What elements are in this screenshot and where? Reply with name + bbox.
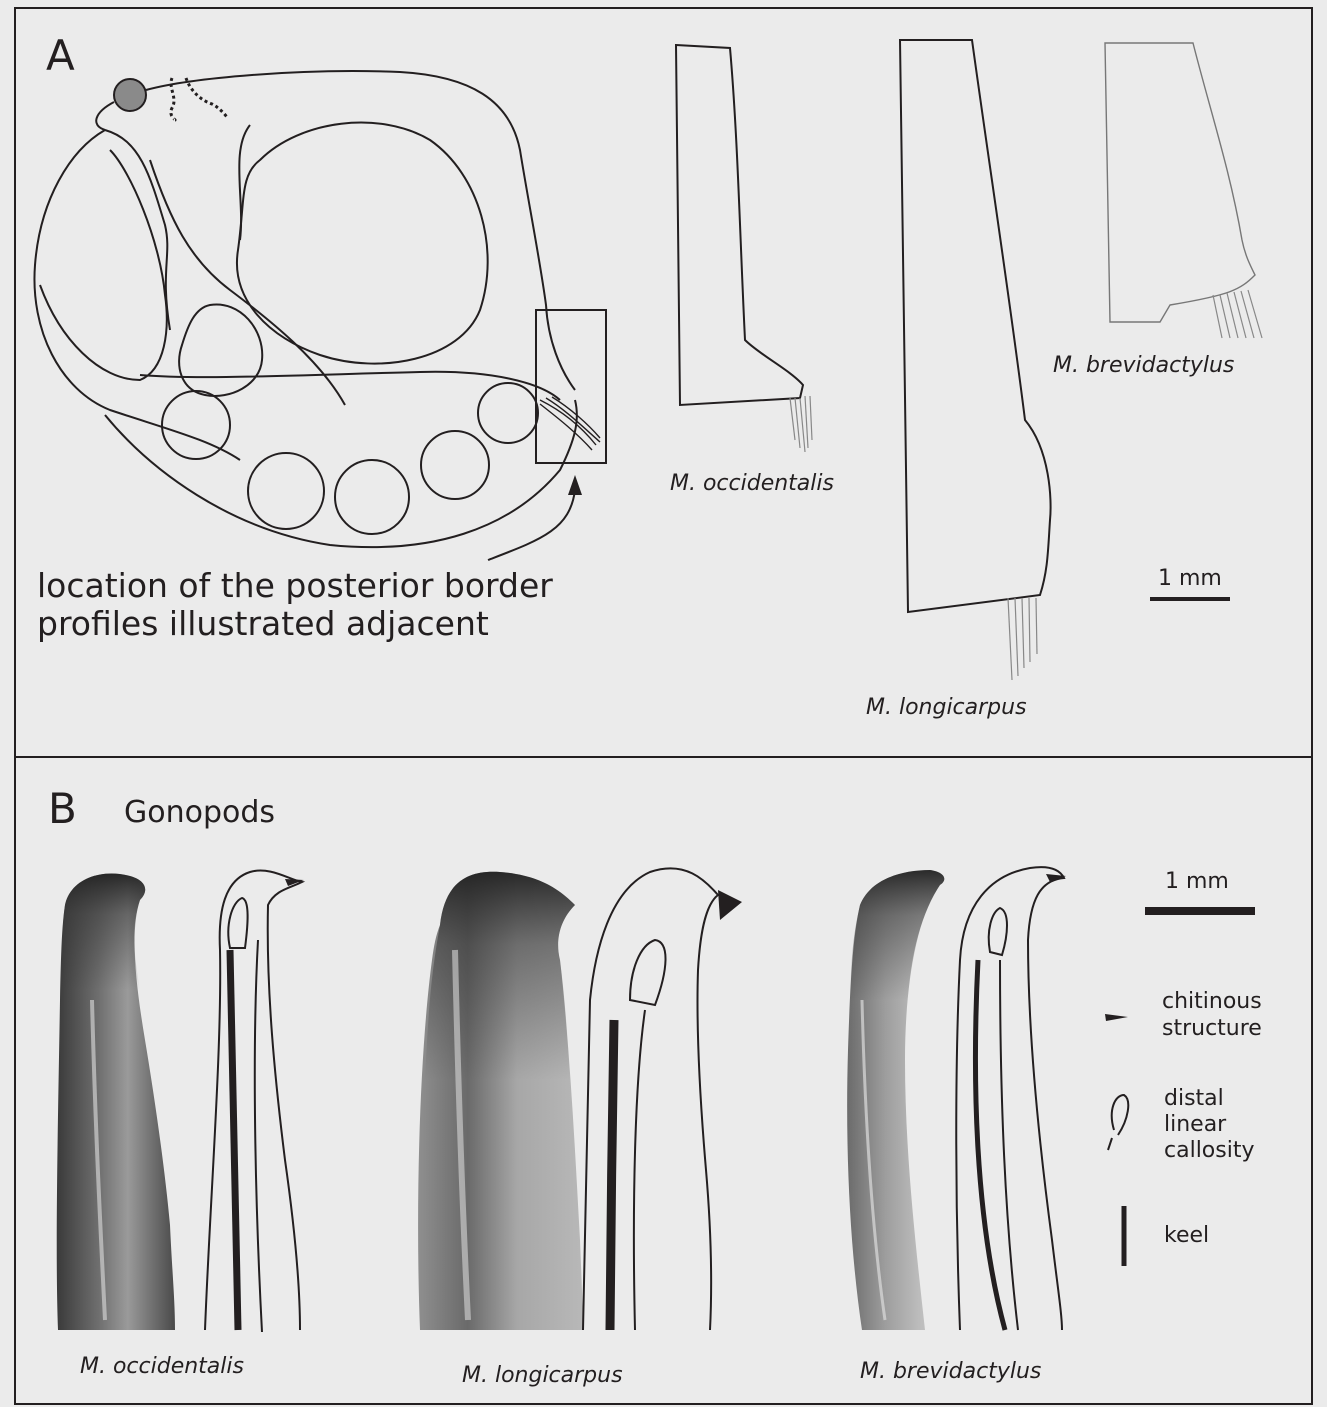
gonopod-longicarpus-label: M. longicarpus <box>462 1363 623 1388</box>
leg-base-2 <box>248 453 324 529</box>
profile-occidentalis <box>676 45 812 452</box>
profile-occidentalis-label: M. occidentalis <box>670 471 834 496</box>
profile-longicarpus-label: M. longicarpus <box>866 695 1027 720</box>
gonopod-brevidactylus-label: M. brevidactylus <box>860 1359 1041 1384</box>
panel-b-letter: B <box>48 784 77 833</box>
location-arrow <box>488 490 575 560</box>
gonopod-photo-brevidactylus <box>847 870 944 1330</box>
legend: chitinous structure distal linear callos… <box>1105 989 1262 1266</box>
gonopod-photo-occidentalis <box>57 874 175 1330</box>
scale-a-label: 1 mm <box>1158 566 1222 591</box>
gonopod-drawing-longicarpus <box>583 868 742 1330</box>
legend-chitinous-line-2: structure <box>1162 1016 1262 1041</box>
profile-brevidactylus <box>1105 43 1262 338</box>
gonopod-drawing-occidentalis <box>205 871 304 1332</box>
outer-frame <box>15 8 1312 1404</box>
crab-body-drawing <box>34 71 600 547</box>
legend-keel-label: keel <box>1164 1223 1209 1248</box>
legend-callosity-icon <box>1108 1095 1128 1150</box>
panel-b: B Gonopods M. occidentalis <box>48 784 1262 1388</box>
legend-chitinous-icon <box>1105 1014 1128 1021</box>
location-arrowhead <box>568 475 582 495</box>
location-note-line-1: location of the posterior border <box>37 566 553 605</box>
keel-occidentalis <box>230 950 238 1330</box>
keel-longicarpus <box>610 1020 614 1330</box>
location-box <box>536 310 606 463</box>
location-note-line-2: profiles illustrated adjacent <box>37 604 489 643</box>
scale-b-label: 1 mm <box>1165 869 1229 894</box>
gonopod-drawing-brevidactylus <box>956 867 1066 1330</box>
legend-callosity-line-3: callosity <box>1164 1138 1254 1163</box>
gonopod-photo-longicarpus <box>418 872 583 1330</box>
legend-callosity-line-2: linear <box>1164 1112 1227 1137</box>
leg-base-1 <box>162 391 230 459</box>
leg-base-4 <box>421 431 489 499</box>
profile-longicarpus <box>900 40 1051 680</box>
panel-a: A location <box>34 31 1262 720</box>
leg-base-3 <box>335 460 409 534</box>
panel-b-heading: Gonopods <box>124 795 275 830</box>
panel-a-letter: A <box>46 31 75 80</box>
legend-callosity-line-1: distal <box>1164 1086 1224 1111</box>
legend-chitinous-line-1: chitinous <box>1162 989 1262 1014</box>
chitinous-longicarpus <box>718 890 742 920</box>
profile-brevidactylus-label: M. brevidactylus <box>1053 353 1234 378</box>
gonopod-occidentalis-label: M. occidentalis <box>80 1354 244 1379</box>
eye-stalk <box>114 79 146 111</box>
leg-base-5 <box>478 383 538 443</box>
